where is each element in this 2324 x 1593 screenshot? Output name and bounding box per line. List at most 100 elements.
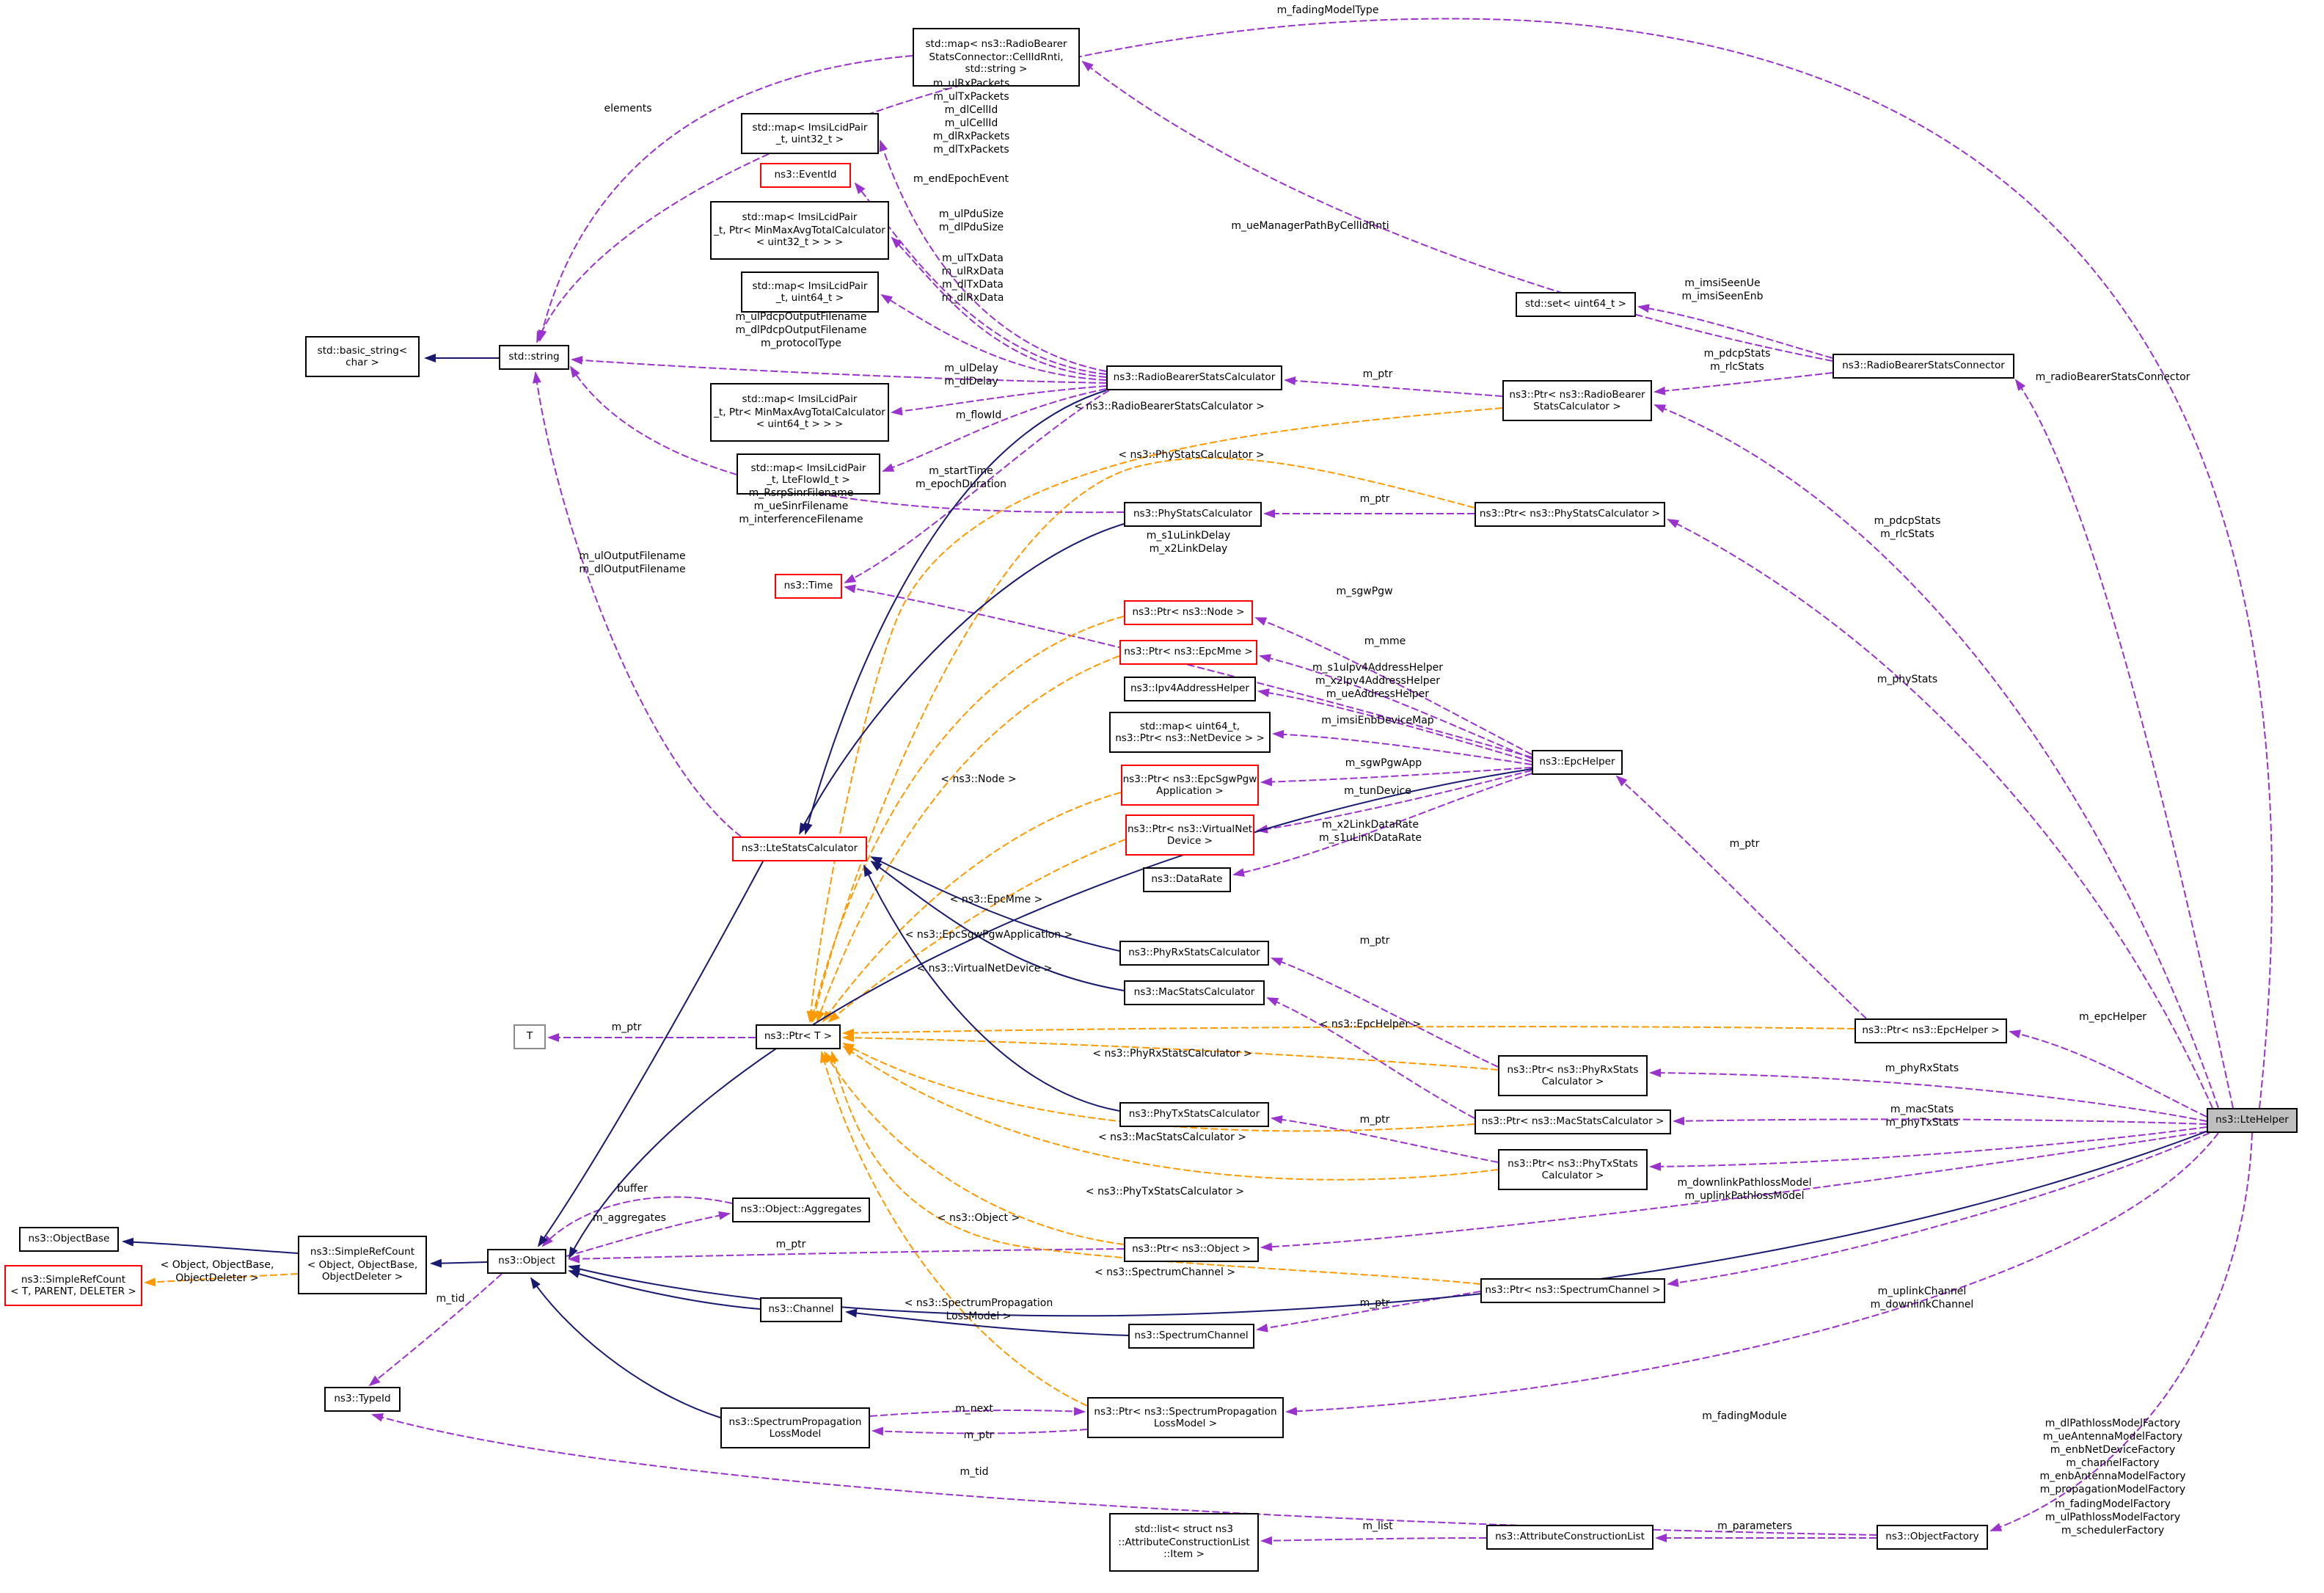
edge-label: m_ulDelay m_dlDelay [944, 362, 998, 388]
class-node-attribute-construction-list[interactable]: ns3::AttributeConstructionList [1486, 1525, 1654, 1550]
usage-edges [368, 18, 2273, 1545]
class-node-spectrum-propagation-loss-model[interactable]: ns3::SpectrumPropagation LossModel [720, 1407, 870, 1448]
class-node-ptr-phy-rx-stats-calculator[interactable]: ns3::Ptr< ns3::PhyRxStats Calculator > [1498, 1055, 1648, 1096]
edge-label: m_ptr [1359, 935, 1390, 947]
class-node-phy-rx-stats-calculator[interactable]: ns3::PhyRxStatsCalculator [1119, 941, 1269, 966]
class-node-object-base[interactable]: ns3::ObjectBase [19, 1227, 119, 1252]
class-node-object[interactable]: ns3::Object [487, 1249, 566, 1274]
class-node-std-string[interactable]: std::string [499, 345, 569, 370]
usage-edge [1285, 1132, 2219, 1416]
edge-label: m_mme [1364, 635, 1406, 647]
class-node-ptr-radio-bearer-stats-calculator[interactable]: ns3::Ptr< ns3::RadioBearer StatsCalculat… [1502, 380, 1652, 421]
class-node-object-factory[interactable]: ns3::ObjectFactory [1877, 1525, 1988, 1550]
class-node-map-minmax-uint32[interactable]: std::map< ImsiLcidPair _t, Ptr< MinMaxAv… [710, 201, 889, 260]
usage-edge [1649, 1126, 2207, 1171]
usage-edge [2009, 1029, 2207, 1118]
class-node-phy-stats-calculator[interactable]: ns3::PhyStatsCalculator [1124, 502, 1262, 527]
class-node-ptr-epc-mme[interactable]: ns3::Ptr< ns3::EpcMme > [1119, 640, 1257, 665]
class-node-lte-helper[interactable]: ns3::LteHelper [2207, 1108, 2298, 1133]
edge-label: m_ulPdcpOutputFilename m_dlPdcpOutputFil… [735, 311, 867, 350]
class-node-ptr-epc-sgw-pgw-application[interactable]: ns3::Ptr< ns3::EpcSgwPgw Application > [1121, 765, 1259, 806]
template-edge [842, 1033, 1499, 1071]
class-node-radio-bearer-stats-calculator[interactable]: ns3::RadioBearerStatsCalculator [1106, 365, 1282, 390]
edge-label: buffer [617, 1183, 648, 1195]
usage-edge [1257, 688, 1532, 762]
usage-edge [371, 1413, 1877, 1536]
class-node-channel[interactable]: ns3::Channel [760, 1297, 842, 1322]
edge-label: m_phyRxStats [1885, 1062, 1959, 1074]
edge-label: m_tid [960, 1466, 989, 1478]
usage-edge [1260, 1536, 1487, 1545]
class-node-t-param[interactable]: T [514, 1024, 546, 1049]
class-node-ptr-phy-tx-stats-calculator[interactable]: ns3::Ptr< ns3::PhyTxStats Calculator > [1498, 1149, 1648, 1190]
class-node-epc-helper[interactable]: ns3::EpcHelper [1532, 750, 1623, 775]
edge-label: m_uplinkChannel m_downlinkChannel [1870, 1286, 1974, 1311]
class-node-ptr-phy-stats-calculator[interactable]: ns3::Ptr< ns3::PhyStatsCalculator > [1475, 502, 1665, 527]
edge-label: < ns3::EpcMme > [949, 894, 1043, 905]
class-node-set-uint64[interactable]: std::set< uint64_t > [1516, 292, 1636, 317]
edge-label: m_x2LinkDataRate m_s1uLinkDataRate [1319, 819, 1422, 845]
class-node-map-minmax-uint64[interactable]: std::map< ImsiLcidPair _t, Ptr< MinMaxAv… [710, 383, 889, 442]
inheritance-edge [799, 523, 1125, 835]
usage-edge [568, 1248, 1125, 1264]
class-node-ptr-mac-stats-calculator[interactable]: ns3::Ptr< ns3::MacStatsCalculator > [1475, 1109, 1671, 1134]
usage-edge [879, 139, 1107, 372]
class-node-simple-ref-count-template[interactable]: ns3::SimpleRefCount < T, PARENT, DELETER… [4, 1265, 142, 1306]
template-edge [830, 1051, 1481, 1285]
class-node-ptr-object[interactable]: ns3::Ptr< ns3::Object > [1124, 1237, 1259, 1262]
edge-label: m_tid [436, 1293, 465, 1305]
edge-label: m_sgwPgwApp [1345, 757, 1422, 769]
usage-edge [536, 18, 2273, 1109]
class-node-type-id[interactable]: ns3::TypeId [324, 1387, 401, 1412]
edge-label: elements [604, 103, 652, 114]
usage-edge [1649, 1068, 2207, 1122]
class-node-map-cellid-string[interactable]: std::map< ns3::RadioBearer StatsConnecto… [913, 28, 1080, 87]
class-node-ptr-spectrum-propagation-loss-model[interactable]: ns3::Ptr< ns3::SpectrumPropagation LossM… [1087, 1397, 1284, 1438]
class-node-time[interactable]: ns3::Time [775, 574, 842, 599]
usage-edge [1667, 1132, 2210, 1288]
usage-edge [882, 388, 1107, 472]
class-node-list-attribute-construction-item[interactable]: std::list< struct ns3 ::AttributeConstru… [1109, 1513, 1259, 1572]
edge-label: m_imsiSeenUe m_imsiSeenEnb [1681, 277, 1764, 303]
edge-label: m_pdcpStats m_rlcStats [1703, 348, 1771, 373]
edge-label: m_ptr [1362, 368, 1393, 380]
class-node-ptr-node[interactable]: ns3::Ptr< ns3::Node > [1124, 600, 1253, 625]
class-node-map-lteflowid[interactable]: std::map< ImsiLcidPair _t, LteFlowId_t > [737, 453, 880, 495]
class-node-ptr-spectrum-channel[interactable]: ns3::Ptr< ns3::SpectrumChannel > [1480, 1278, 1665, 1303]
class-node-ptr-t[interactable]: ns3::Ptr< T > [756, 1024, 841, 1049]
edge-label: m_epcHelper [2078, 1011, 2147, 1023]
class-node-simple-ref-count-object[interactable]: ns3::SimpleRefCount < Object, ObjectBase… [298, 1236, 427, 1294]
class-node-object-aggregates[interactable]: ns3::Object::Aggregates [732, 1198, 870, 1222]
class-node-data-rate[interactable]: ns3::DataRate [1143, 867, 1231, 892]
class-node-ptr-epc-helper[interactable]: ns3::Ptr< ns3::EpcHelper > [1855, 1018, 2007, 1043]
edge-label: < ns3::EpcHelper > [1319, 1018, 1422, 1030]
class-node-radio-bearer-stats-connector[interactable]: ns3::RadioBearerStatsConnector [1832, 354, 2014, 379]
edge-label: m_sgwPgw [1336, 586, 1393, 597]
class-node-spectrum-channel[interactable]: ns3::SpectrumChannel [1128, 1324, 1254, 1349]
usage-edge [2014, 379, 2234, 1109]
usage-edge [869, 1407, 1086, 1417]
template-edge [806, 407, 1503, 1023]
class-node-phy-tx-stats-calculator[interactable]: ns3::PhyTxStatsCalculator [1119, 1102, 1269, 1127]
class-node-event-id[interactable]: ns3::EventId [760, 163, 851, 188]
usage-edge [533, 371, 742, 837]
class-node-ptr-virtual-net-device[interactable]: ns3::Ptr< ns3::VirtualNet Device > [1125, 814, 1254, 856]
class-node-map-imsilcidpair-uint32[interactable]: std::map< ImsiLcidPair _t, uint32_t > [741, 113, 879, 154]
class-node-map-imsilcidpair-uint64[interactable]: std::map< ImsiLcidPair _t, uint64_t > [741, 271, 879, 313]
class-node-ipv4-address-helper[interactable]: ns3::Ipv4AddressHelper [1124, 677, 1256, 701]
class-node-lte-stats-calculator[interactable]: ns3::LteStatsCalculator [732, 836, 867, 861]
class-node-basic-string[interactable]: std::basic_string< char > [305, 336, 420, 377]
inheritance-edge [569, 768, 1532, 1259]
edge-label: m_s1uLinkDelay m_x2LinkDelay [1146, 530, 1231, 555]
edge-label: m_ulOutputFilename m_dlOutputFilename [579, 550, 686, 576]
usage-edge [1989, 1132, 2253, 1531]
edge-label: < ns3::PhyStatsCalculator > [1118, 449, 1265, 461]
usage-edge [1260, 1131, 2207, 1252]
usage-edge [1284, 376, 1503, 397]
edge-label: m_imsiEnbDeviceMap [1321, 715, 1434, 726]
usage-edge [368, 1273, 503, 1387]
edge-label: m_ptr [1359, 1297, 1390, 1309]
class-node-mac-stats-calculator[interactable]: ns3::MacStatsCalculator [1124, 980, 1265, 1005]
class-node-map-imsi-enb-device[interactable]: std::map< uint64_t, ns3::Ptr< ns3::NetDe… [1109, 712, 1271, 753]
